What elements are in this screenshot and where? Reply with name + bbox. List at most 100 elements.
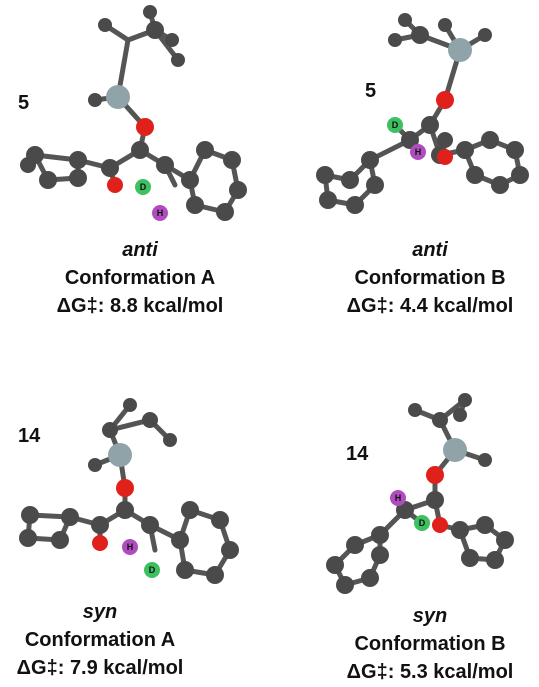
silicon-atom (443, 438, 467, 462)
carbon-atom (206, 566, 224, 584)
carbon-atom (421, 116, 439, 134)
carbon-atom (88, 93, 102, 107)
deuterium-atom (414, 515, 430, 531)
carbon-atom (211, 511, 229, 529)
carbon-atom (511, 166, 529, 184)
oxygen-atom (107, 177, 123, 193)
compound-number: 5 (18, 92, 30, 114)
energy-label: ΔG‡: 7.9 kcal/mol (16, 657, 184, 679)
carbon-atom (61, 508, 79, 526)
energy-label: ΔG‡: 8.8 kcal/mol (56, 295, 224, 317)
carbon-atom (163, 433, 177, 447)
carbon-atom (21, 506, 39, 524)
hydrogen-atom (390, 490, 406, 506)
caption-anti-a: anti Conformation A ΔG‡: 8.8 kcal/mol (40, 236, 240, 320)
carbon-atom (88, 458, 102, 472)
carbon-atom (432, 412, 448, 428)
oxygen-atom (436, 91, 454, 109)
carbon-atom (171, 53, 185, 67)
stereo-label: anti (412, 239, 448, 261)
carbon-atom (506, 141, 524, 159)
carbon-atom (361, 569, 379, 587)
energy-label: ΔG‡: 5.3 kcal/mol (346, 661, 514, 683)
carbon-atom (143, 5, 157, 19)
carbon-atom (411, 26, 429, 44)
carbon-atom (481, 131, 499, 149)
carbon-atom (371, 546, 389, 564)
carbon-atom (165, 33, 179, 47)
oxygen-atom (116, 479, 134, 497)
carbon-atom (388, 33, 402, 47)
carbon-atom (141, 516, 159, 534)
hydrogen-label: H (157, 208, 164, 218)
silicon-atom (448, 38, 472, 62)
carbon-atom (319, 191, 337, 209)
oxygen-atom (426, 466, 444, 484)
carbon-atom (69, 169, 87, 187)
carbon-atom (39, 171, 57, 189)
carbon-atom (98, 18, 112, 32)
carbon-atom (346, 536, 364, 554)
carbon-atom (366, 176, 384, 194)
carbon-atom (156, 156, 174, 174)
deuterium-label: D (140, 182, 147, 192)
carbon-atom (20, 157, 36, 173)
carbon-atom (116, 501, 134, 519)
carbon-atom (176, 561, 194, 579)
deuterium-label: D (149, 565, 156, 575)
hydrogen-label: H (415, 147, 422, 157)
carbon-atom (91, 516, 109, 534)
carbon-atom (69, 151, 87, 169)
compound-number: 14 (346, 443, 369, 465)
carbon-atom (131, 141, 149, 159)
carbon-atom (491, 176, 509, 194)
carbon-atom (336, 576, 354, 594)
carbon-atom (341, 171, 359, 189)
oxygen-atom (437, 149, 453, 165)
hydrogen-atom (152, 205, 168, 221)
carbon-atom (361, 151, 379, 169)
carbon-atom (102, 422, 118, 438)
carbon-atom (142, 412, 158, 428)
conformation-label: Conformation B (354, 633, 506, 655)
molecule-syn-b: H D (326, 393, 514, 594)
conformation-label: Conformation A (64, 267, 216, 289)
carbon-atom (408, 403, 422, 417)
molecule-anti-b: D H (316, 13, 529, 214)
carbon-atom (438, 18, 452, 32)
conformation-label: Conformation A (24, 629, 176, 651)
stereo-label: syn (82, 601, 118, 623)
molecule-syn-a: H D (19, 398, 239, 584)
hydrogen-label: H (395, 493, 402, 503)
deuterium-atom (144, 562, 160, 578)
carbon-atom (426, 491, 444, 509)
carbon-atom (326, 556, 344, 574)
caption-syn-a: syn Conformation A ΔG‡: 7.9 kcal/mol (0, 598, 200, 682)
carbon-atom (123, 398, 137, 412)
carbon-atom (476, 516, 494, 534)
carbon-atom (461, 549, 479, 567)
caption-anti-b: anti Conformation B ΔG‡: 4.4 kcal/mol (330, 236, 530, 320)
carbon-atom (223, 151, 241, 169)
molecule-anti-a: D H (20, 5, 247, 221)
energy-label: ΔG‡: 4.4 kcal/mol (346, 295, 514, 317)
carbon-atom (146, 21, 164, 39)
compound-number: 5 (365, 80, 377, 102)
carbon-atom (171, 531, 189, 549)
carbon-atom (51, 531, 69, 549)
carbon-atom (186, 196, 204, 214)
carbon-atom (451, 521, 469, 539)
carbon-atom (221, 541, 239, 559)
carbon-atom (181, 171, 199, 189)
carbon-atom (181, 501, 199, 519)
carbon-atom (456, 141, 474, 159)
carbon-atom (437, 132, 453, 148)
stereo-label: anti (122, 239, 158, 261)
oxygen-atom (136, 118, 154, 136)
carbon-atom (371, 526, 389, 544)
oxygen-atom (432, 517, 448, 533)
carbon-atom (478, 453, 492, 467)
stereo-label: syn (412, 605, 448, 627)
carbon-atom (398, 13, 412, 27)
conformation-label: Conformation B (354, 267, 506, 289)
